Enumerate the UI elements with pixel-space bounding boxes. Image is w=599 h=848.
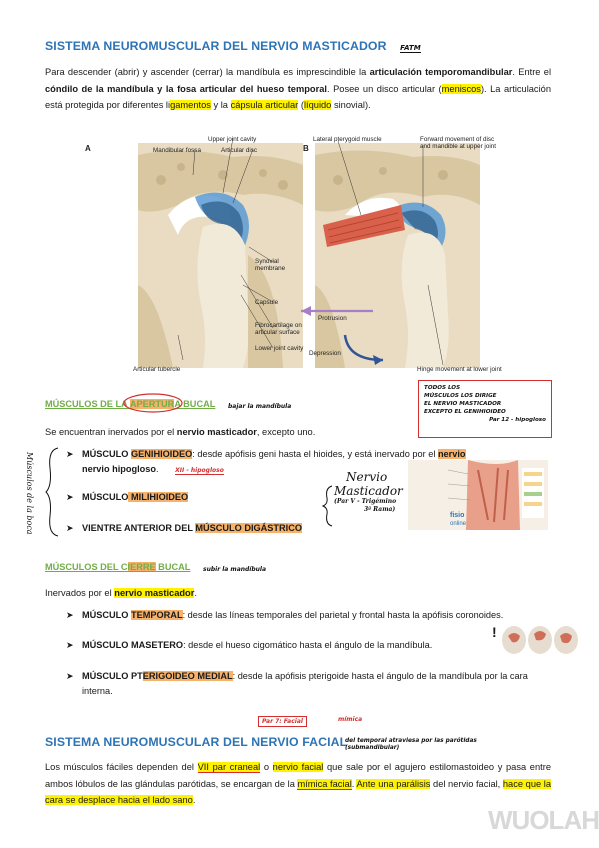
- figure-label-b: B: [303, 144, 309, 153]
- label-fibrocartilage-2: articular surface: [255, 329, 300, 336]
- hand-line: Nervio: [346, 470, 388, 484]
- label-hinge-movement: Hinge movement at lower joint: [417, 366, 502, 373]
- label-lower-joint-cavity: Lower joint cavity: [255, 345, 304, 352]
- panel-b: [315, 143, 480, 368]
- label-forward-movement-2: and mandible at upper joint: [420, 143, 496, 150]
- arrow-bullet-icon: ➤: [66, 640, 74, 650]
- panel-a: [138, 143, 303, 368]
- label-articular-disc: Articular disc: [221, 147, 257, 154]
- apertura-intro: Se encuentran inervados por el nervio ma…: [45, 427, 316, 437]
- exclamation-mark: !: [492, 624, 497, 640]
- apertura-item-milihioideo: ➤ MÚSCULO MILIHIOIDEO: [66, 490, 552, 505]
- hand-line: Masticador: [334, 484, 403, 498]
- section-title-masticador: SISTEMA NEUROMUSCULAR DEL NERVIO MASTICA…: [45, 39, 421, 53]
- arrow-bullet-icon: ➤: [66, 610, 74, 620]
- nervio-masticador-note: Nervio Masticador (Par V - Trigémino 3ª …: [334, 470, 403, 514]
- label-depression: Depression: [309, 350, 341, 357]
- brace-mark: [45, 447, 59, 537]
- watermark-logo: WUOLAH: [488, 805, 599, 835]
- label-upper-joint-cavity: Upper joint cavity: [208, 136, 257, 143]
- hand-line: 3ª Rama): [364, 506, 396, 513]
- neck-muscles-image: fisio online: [408, 460, 548, 530]
- apertura-note: bajar la mandíbula: [228, 403, 292, 410]
- temporal-handnote: del temporal atraviesa por las parótidas…: [345, 738, 477, 751]
- arrow-bullet-icon: ➤: [66, 492, 74, 502]
- arrow-bullet-icon: ➤: [66, 449, 74, 459]
- box-note-line: Par 12 - hipogloso: [489, 417, 546, 423]
- arrow-bullet-icon: ➤: [66, 671, 74, 681]
- box-note-line: TODOS LOS: [424, 385, 461, 391]
- intro-paragraph: Para descender (abrir) y ascender (cerra…: [45, 67, 552, 110]
- box-note-line: EXCEPTO EL GENIHIOIDEO: [424, 409, 506, 415]
- apertura-item-digastrico: ➤ VIENTRE ANTERIOR DEL MÚSCULO DIGÁSTRIC…: [66, 521, 552, 536]
- cierre-item-pterigoideo: ➤ MÚSCULO PTERIGOIDEO MEDIAL: desde la a…: [66, 671, 528, 696]
- label-synovial-1: Synovial: [255, 258, 279, 265]
- apertura-item-genihioideo: ➤ MÚSCULO GENIHIOIDEO: desde apófisis ge…: [66, 449, 466, 475]
- side-handwritten-note: Músculos de la boca: [25, 452, 34, 535]
- online-label: online: [450, 521, 467, 527]
- movement-arrows: [301, 306, 384, 365]
- stamp-note: FATM: [400, 44, 421, 53]
- tmj-anatomy-figure: A B Upper joint cavity Mandibular fossa …: [85, 136, 502, 373]
- figure-label-a: A: [85, 144, 91, 153]
- label-capsule: Capsule: [255, 299, 279, 306]
- facial-paragraph: Los músculos fáciles dependen del VII pa…: [45, 762, 552, 805]
- label-forward-movement-1: Forward movement of disc: [420, 136, 494, 143]
- cierre-intro: Inervados por el nervio masticador.: [45, 588, 197, 598]
- section-title-facial: SISTEMA NEUROMUSCULAR DEL NERVIO FACIAL: [45, 735, 348, 749]
- skull-images: [502, 626, 578, 654]
- cierre-title: MÚSCULOS DEL CIERRE BUCAL: [45, 562, 191, 572]
- brace-mark: [322, 485, 333, 527]
- red-box-note: TODOS LOS MÚSCULOS LOS DIRIGE EL NERVIO …: [418, 380, 552, 438]
- box-note-line: EL NERVIO MASTICADOR: [424, 401, 502, 407]
- box-note-line: MÚSCULOS LOS DIRIGE: [424, 393, 497, 399]
- cierre-item-masetero: ➤ MÚSCULO MASETERO: desde el hueso cigom…: [66, 638, 486, 653]
- label-articular-tubercle: Articular tubercle: [133, 366, 181, 373]
- hipogloso-handnote: XII - hipogloso: [175, 467, 224, 475]
- label-fibrocartilage-1: Fibrocartilage on: [255, 322, 302, 329]
- cierre-note: subir la mandíbula: [203, 566, 267, 573]
- cierre-item-temporal: ➤ MÚSCULO TEMPORAL: desde las líneas tem…: [66, 608, 552, 623]
- arrow-bullet-icon: ➤: [66, 523, 74, 533]
- label-synovial-2: membrane: [255, 265, 286, 272]
- label-mandibular-fossa: Mandibular fossa: [153, 147, 201, 154]
- label-protrusion: Protrusion: [318, 315, 347, 322]
- mimica-handnote: mímica: [338, 716, 363, 723]
- fisio-label: fisio: [450, 512, 464, 519]
- label-lateral-pterygoid: Lateral pterygoid muscle: [313, 136, 382, 143]
- red-circle-mark: [123, 393, 183, 413]
- par7-handnote: Par 7: Facial: [258, 716, 307, 727]
- hand-line: (Par V - Trigémino: [334, 498, 397, 505]
